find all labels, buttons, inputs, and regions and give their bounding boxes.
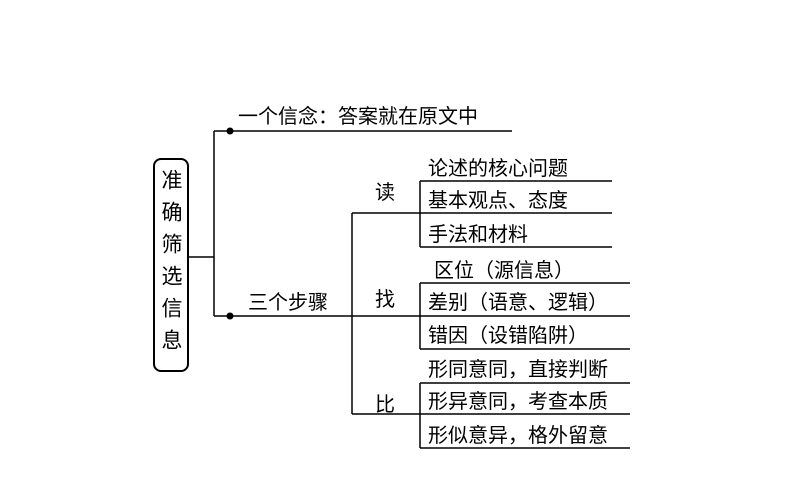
step-find-label: 找: [375, 287, 395, 311]
step-read-label: 读: [375, 180, 395, 204]
node-dot-steps: [226, 312, 234, 320]
steps-label: 三个步骤: [248, 290, 328, 314]
step-compare-label: 比: [375, 392, 395, 416]
belief-label: 一个信念：答案就在原文中: [238, 104, 478, 128]
read-item-1: 论述的核心问题: [428, 156, 568, 180]
find-item-3: 错因（设错陷阱）: [428, 323, 588, 347]
root-label: 准确筛选信息: [159, 169, 183, 361]
root-node: 准确筛选信息: [153, 158, 189, 372]
node-dot-belief: [226, 127, 234, 135]
find-item-2: 差别（语意、逻辑）: [428, 290, 608, 314]
compare-item-2: 形异意同，考查本质: [428, 389, 608, 413]
find-item-1: 区位（源信息）: [434, 258, 574, 282]
compare-item-1: 形同意同，直接判断: [428, 357, 608, 381]
read-item-2: 基本观点、态度: [428, 188, 568, 212]
compare-item-3: 形似意异，格外留意: [428, 423, 608, 447]
read-item-3: 手法和材料: [428, 222, 528, 246]
